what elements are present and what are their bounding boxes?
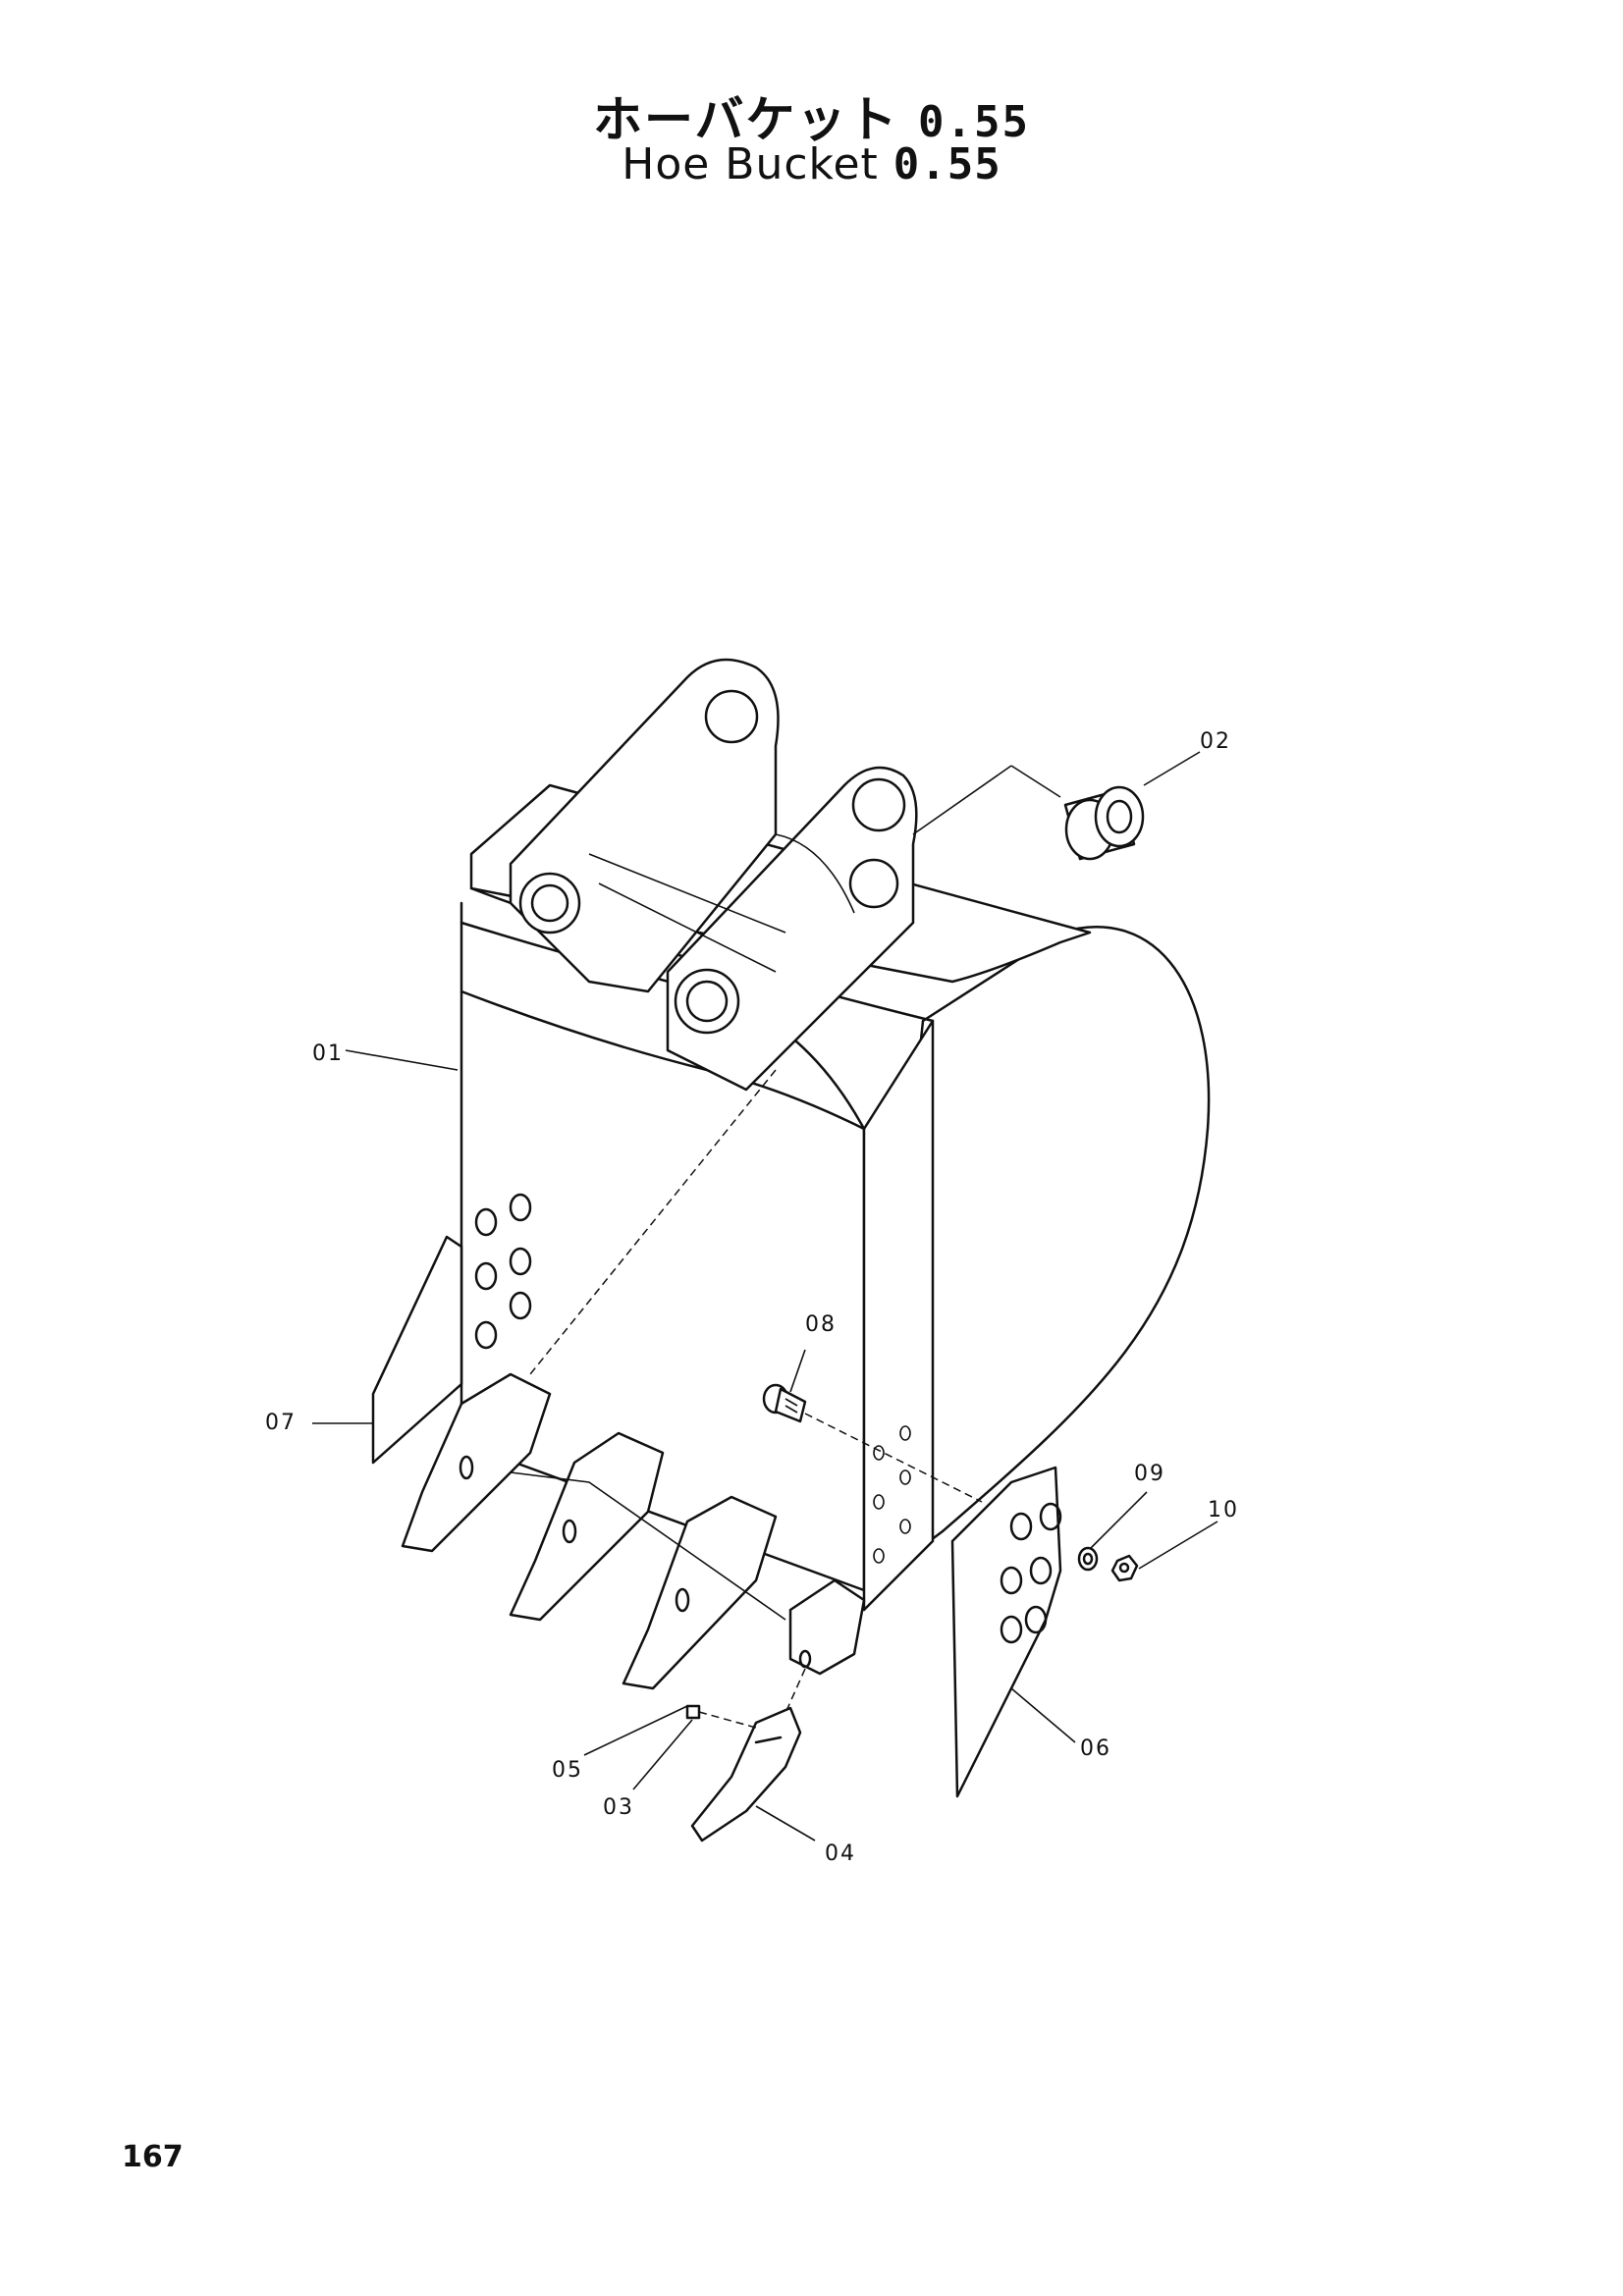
title-english: Hoe Bucket 0.55 — [0, 139, 1623, 189]
tooth-2 — [509, 1431, 665, 1622]
bucket-side-plate — [862, 1019, 935, 1612]
side-plate-holes — [873, 1425, 911, 1564]
title-jp-size: 0.55 — [917, 97, 1030, 147]
washer-09 — [1077, 1546, 1099, 1572]
title-japanese: ホーバケット 0.55 — [0, 80, 1623, 151]
page-number: 167 — [122, 2140, 184, 2174]
front-plate-bolts — [474, 1193, 532, 1350]
bolt-08 — [762, 1383, 983, 1503]
nut-10 — [1110, 1554, 1139, 1582]
pin-03 — [685, 1704, 701, 1720]
left-bracket-upper-hole — [704, 689, 759, 744]
callout-01: 01 — [312, 1041, 344, 1066]
left-side-cutter — [371, 1235, 463, 1465]
callout-03: 03 — [603, 1795, 634, 1820]
callout-06: 06 — [1080, 1736, 1111, 1761]
bushing-02 — [1063, 785, 1145, 861]
side-cutter-06 — [950, 1466, 1062, 1798]
right-side-cutter — [950, 1466, 1062, 1798]
right-bracket-lower-hole — [674, 968, 740, 1035]
adapter-4 — [788, 1578, 866, 1676]
tooth-point-exploded — [685, 1668, 806, 1842]
left-bracket-lower-hole — [518, 872, 581, 934]
tooth-1 — [401, 1372, 552, 1553]
leader-lines — [312, 751, 1218, 1842]
tooth-3 — [622, 1495, 778, 1690]
title-en-text: Hoe Bucket — [622, 139, 879, 189]
title-jp-text: ホーバケット — [593, 91, 899, 148]
title-en-size: 0.55 — [893, 139, 1001, 189]
bucket-body — [460, 658, 1211, 1612]
callout-08: 08 — [805, 1312, 837, 1337]
callout-02: 02 — [1200, 729, 1231, 754]
callout-05: 05 — [552, 1758, 583, 1783]
callout-10: 10 — [1208, 1498, 1239, 1522]
bucket-teeth — [401, 1372, 866, 1690]
callout-07: 07 — [265, 1411, 297, 1435]
right-bracket-upper-hole — [851, 777, 906, 832]
callout-04: 04 — [825, 1842, 856, 1866]
right-bracket-middle-hole — [848, 858, 899, 909]
callout-09: 09 — [1134, 1462, 1165, 1486]
bucket-shell — [862, 926, 1211, 1592]
tooth-point-04 — [690, 1706, 802, 1842]
